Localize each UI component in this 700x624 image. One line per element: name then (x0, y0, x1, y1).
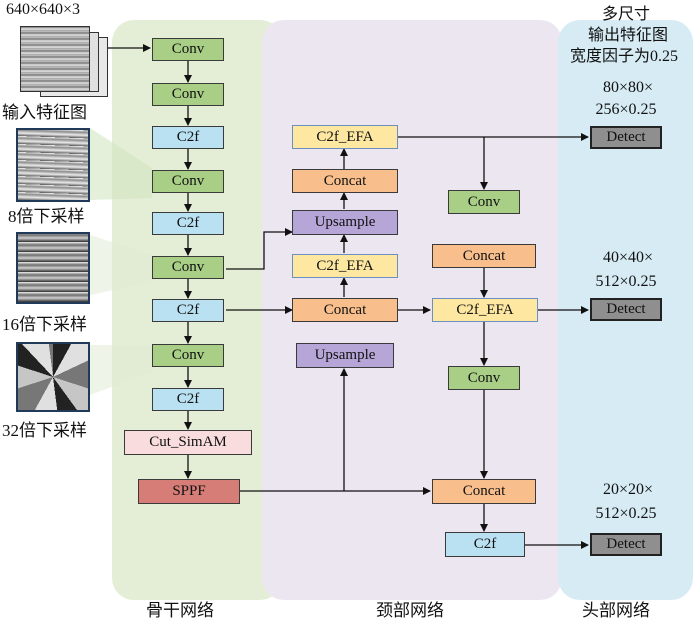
thumbnail-8x (16, 128, 90, 202)
head-label: 头部网络 (582, 601, 650, 620)
neck-concat-bottom: Concat (432, 479, 536, 504)
scale-16x-label: 16倍下采样 (2, 315, 87, 334)
head-out2-line-2: 512×0.25 (595, 273, 657, 290)
neck-concat-right: Concat (432, 244, 536, 268)
head-out2-line-1: 40×40× (602, 249, 654, 266)
thumbnail-32x (16, 342, 90, 412)
backbone-c2f-4: C2f (152, 388, 224, 411)
backbone-conv-5: Conv (152, 344, 224, 367)
input-feature-label: 输入特征图 (2, 103, 87, 122)
neck-upsample-bottom: Upsample (296, 343, 394, 368)
backbone-label: 骨干网络 (146, 601, 214, 620)
backbone-conv-1: Conv (152, 38, 224, 61)
head-out1-line-1: 80×80× (602, 79, 654, 96)
neck-concat-top: Concat (292, 169, 398, 193)
backbone-c2f-3: C2f (152, 299, 224, 322)
backbone-conv-3: Conv (152, 170, 224, 193)
head-out3-line-1: 20×20× (602, 481, 654, 498)
backbone-cut-simam: Cut_SimAM (124, 430, 252, 455)
scale-8x-label: 8倍下采样 (8, 207, 85, 226)
neck-concat-mid: Concat (292, 298, 398, 322)
scale-32x-label: 32倍下采样 (2, 421, 87, 440)
detect-head-2: Detect (590, 298, 662, 321)
neck-c2f-efa-mid: C2f_EFA (292, 254, 398, 278)
neck-c2f-efa-top: C2f_EFA (292, 125, 398, 149)
neck-label: 颈部网络 (376, 601, 444, 620)
neck-c2f-bottom: C2f (445, 532, 525, 557)
backbone-c2f-2: C2f (152, 212, 224, 235)
backbone-conv-4: Conv (152, 256, 224, 279)
input-image-front (20, 26, 90, 92)
head-title-line-1: 多尺寸 (601, 6, 650, 23)
backbone-conv-2: Conv (152, 83, 224, 106)
head-title-line-2: 输出特征图 (587, 27, 668, 44)
neck-conv-bottom: Conv (448, 366, 520, 390)
head-title-line-3: 宽度因子为0.25 (569, 48, 678, 65)
neck-conv-top: Conv (448, 190, 520, 214)
head-out3-line-2: 512×0.25 (595, 505, 657, 522)
neck-c2f-efa-right: C2f_EFA (432, 298, 538, 322)
thumbnail-16x (16, 232, 90, 304)
backbone-c2f-1: C2f (152, 126, 224, 149)
head-out1-line-2: 256×0.25 (595, 101, 657, 118)
neck-upsample-top: Upsample (292, 210, 398, 235)
detect-head-3: Detect (590, 533, 662, 556)
detect-head-1: Detect (590, 126, 662, 149)
backbone-sppf: SPPF (138, 479, 240, 504)
input-dims-label: 640×640×3 (6, 1, 81, 18)
